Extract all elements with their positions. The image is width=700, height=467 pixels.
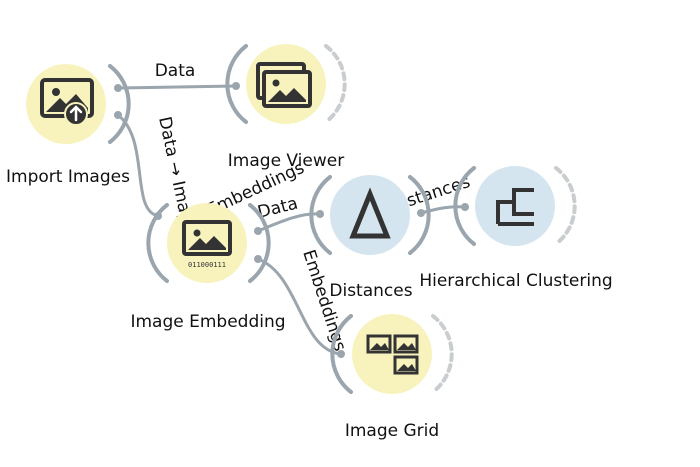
image-grid-anchor[interactable] <box>337 350 345 358</box>
node-image-embedding[interactable]: 011000111 Image Embedding <box>130 203 286 332</box>
distances-input-anchor[interactable] <box>316 210 324 218</box>
image-embedding-output-port[interactable] <box>248 203 271 283</box>
hierarchical-clustering-input-port[interactable] <box>453 166 476 246</box>
node-hierarchical-clustering[interactable]: Hierarchical Clustering <box>419 166 613 291</box>
image-embedding-label: Image Embedding <box>130 312 285 332</box>
link-import-to-embedding[interactable] <box>116 113 160 218</box>
hierarchical-clustering-output-port[interactable] <box>554 166 577 246</box>
image-embedding-icon-text: 011000111 <box>188 261 226 269</box>
link-import-to-viewer[interactable] <box>116 84 238 90</box>
link-embedding-to-grid[interactable] <box>256 257 343 356</box>
import-images-anchor[interactable] <box>114 84 122 92</box>
links <box>116 84 467 356</box>
image-grid-output-port[interactable] <box>431 314 454 394</box>
image-viewer-icon <box>256 62 312 108</box>
image-grid-circle[interactable] <box>352 314 432 394</box>
import-images-label: Import Images <box>6 167 130 187</box>
hierarchical-clustering-anchor[interactable] <box>461 203 469 211</box>
node-import-images[interactable]: Import Images <box>6 64 131 187</box>
hierarchical-clustering-label: Hierarchical Clustering <box>419 271 612 291</box>
import-images-anchor-2[interactable] <box>114 111 122 119</box>
import-images-output-port[interactable] <box>108 64 131 144</box>
image-embedding-icon: 011000111 <box>182 220 232 269</box>
node-image-viewer[interactable]: Image Viewer <box>225 44 347 171</box>
image-grid-label: Image Grid <box>345 421 439 441</box>
import-images-icon <box>40 78 94 126</box>
distances-output-port[interactable] <box>408 175 431 255</box>
image-viewer-label: Image Viewer <box>228 151 344 171</box>
image-grid-input-port[interactable] <box>330 314 353 394</box>
distances-input-port[interactable] <box>309 175 332 255</box>
dendrogram-icon <box>496 188 534 226</box>
distances-output-anchor[interactable] <box>417 209 425 217</box>
image-embedding-output-anchor-2[interactable] <box>254 255 262 263</box>
distances-icon <box>349 187 391 239</box>
node-distances[interactable]: Distances <box>309 175 431 301</box>
image-viewer-anchor[interactable] <box>232 82 240 90</box>
node-image-grid[interactable]: Image Grid <box>330 314 454 441</box>
image-grid-icon <box>366 334 419 375</box>
link-embedding-to-distances[interactable] <box>256 212 320 233</box>
image-viewer-input-port[interactable] <box>225 44 248 124</box>
distances-label: Distances <box>329 281 412 301</box>
image-embedding-output-anchor[interactable] <box>254 227 262 235</box>
image-viewer-output-port[interactable] <box>324 44 347 124</box>
image-embedding-input-anchor[interactable] <box>154 212 162 220</box>
distances-circle[interactable] <box>330 175 410 255</box>
link-label-import-to-viewer: Data <box>155 61 196 81</box>
